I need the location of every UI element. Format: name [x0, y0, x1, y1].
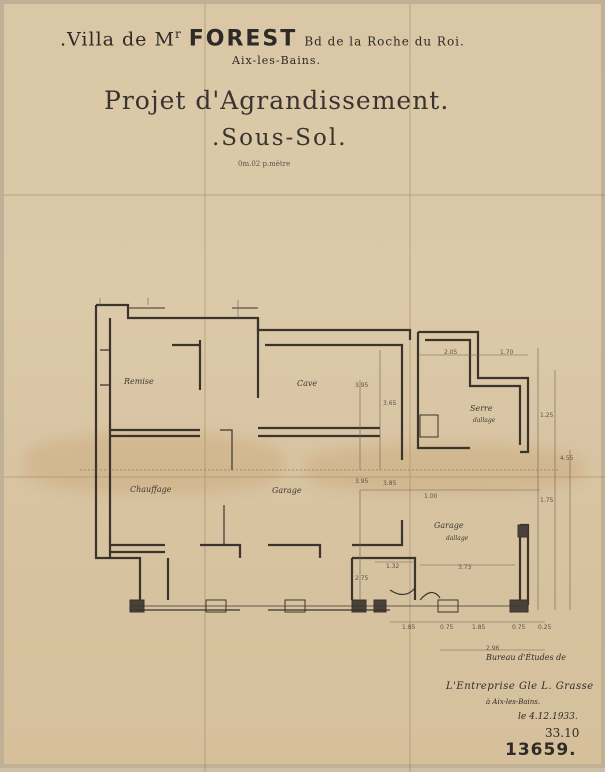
dimension-label: 3.73: [458, 564, 472, 571]
level-title: .Sous-Sol.: [212, 125, 348, 151]
signature-company: L'Entreprise Gle L. Grasse: [446, 681, 594, 692]
signature-line-1: Bureau d'Études de: [486, 653, 566, 662]
paper-stain: [24, 434, 284, 494]
plan-walls: [94, 303, 530, 605]
city-label: Aix-les-Bains.: [232, 54, 321, 67]
signature-date: le 4.12.1933.: [518, 712, 578, 722]
room-label-garage: Garage: [272, 486, 302, 495]
dimension-label: 1.75: [540, 497, 554, 504]
dimension-label: 2.96: [486, 645, 500, 652]
fold-line-horizontal: [4, 476, 605, 478]
room-note-serre: dallage: [473, 417, 496, 424]
dimension-label: 4.55: [560, 455, 574, 462]
room-note-garage-2: dallage: [446, 535, 469, 542]
dimension-label: 0.75: [512, 624, 526, 631]
dimension-label: 1.85: [402, 624, 416, 631]
dimension-label: 0.75: [440, 624, 454, 631]
signature-city: à Aix-les-Bains.: [486, 698, 541, 706]
drawing-title: .Villa de Mr FOREST Bd de la Roche du Ro…: [60, 26, 465, 52]
dimension-label: 2.05: [444, 349, 458, 356]
address: Bd de la Roche du Roi.: [304, 34, 465, 49]
room-label-cave: Cave: [297, 379, 318, 388]
room-label-remise: Remise: [124, 377, 154, 386]
plan-pillars: [129, 414, 529, 613]
fold-line-horizontal: [4, 194, 605, 196]
dimension-label: 2.75: [355, 575, 369, 582]
plan-windows: [100, 307, 520, 611]
room-label-serre: Serre: [470, 404, 493, 413]
dimension-label: 1.70: [500, 349, 514, 356]
dimension-label: 1.85: [472, 624, 486, 631]
room-label-garage-2: Garage: [434, 521, 464, 530]
room-label-chauffage: Chauffage: [130, 485, 172, 494]
dimension-label: 3.65: [383, 400, 397, 407]
dimension-label: 3.95: [355, 382, 369, 389]
owner-name: FOREST: [188, 26, 298, 52]
dimension-label: 0.25: [538, 624, 552, 631]
scale-label: 0m.02 p.mètre: [238, 160, 291, 168]
paper-stain: [304, 444, 584, 494]
fold-line-vertical: [409, 4, 411, 772]
archive-number: 13659.: [505, 740, 577, 760]
project-title: Projet d'Agrandissement.: [104, 86, 450, 115]
dimension-label: 1.00: [424, 493, 438, 500]
fold-line-vertical: [204, 4, 206, 772]
dimension-label: 1.32: [386, 563, 400, 570]
plan-dimension-lines: [80, 298, 571, 651]
dimension-label: 3.85: [383, 480, 397, 487]
reference-number: 33.10: [545, 726, 580, 740]
dimension-label: 3.95: [355, 478, 369, 485]
dimension-label: 1.25: [540, 412, 554, 419]
